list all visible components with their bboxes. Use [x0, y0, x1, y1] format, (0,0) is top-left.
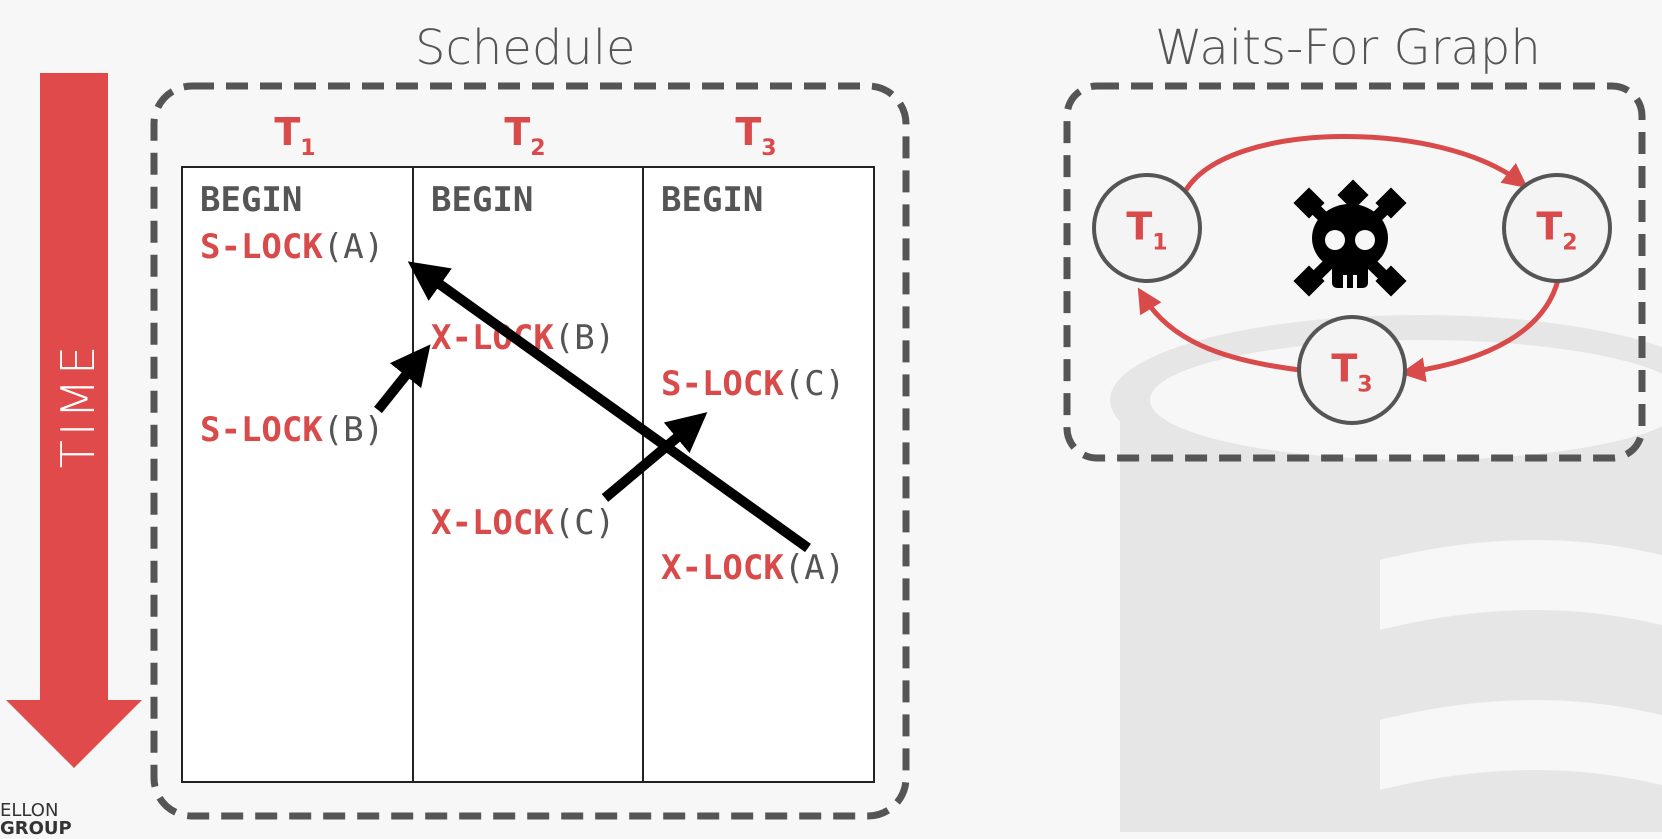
- graph-frame: [1063, 82, 1646, 462]
- skull-crossbones-icon: [1293, 179, 1407, 297]
- arrow-t1-waits-t2: [374, 344, 431, 414]
- node-label-t1: T1: [1126, 204, 1168, 256]
- txn-header-t2: T2: [504, 110, 546, 161]
- node-label-t2: T2: [1536, 204, 1578, 256]
- txn-header-t1: T1: [274, 110, 316, 161]
- t3-begin: BEGIN: [661, 180, 764, 220]
- time-arrow: [6, 73, 142, 768]
- footer-logo: ELLON GROUP: [0, 800, 72, 839]
- arrow-t3-waits-t1: [407, 261, 811, 553]
- edge-t3-to-t1: [1137, 287, 1301, 373]
- t1-begin: BEGIN: [200, 180, 303, 220]
- t2-op2: X-LOCK(C): [431, 503, 616, 543]
- t1-op1: S-LOCK(A): [200, 227, 385, 267]
- waits-for-graph-title: Waits-For Graph: [1155, 20, 1541, 76]
- edge-t2-to-t3: [1400, 279, 1561, 383]
- t1-op2: S-LOCK(B): [200, 410, 385, 450]
- arrow-t2-waits-t3: [601, 412, 708, 502]
- schedule-table: [181, 166, 875, 783]
- t3-op2: X-LOCK(A): [661, 548, 846, 588]
- node-t3: [1297, 315, 1407, 425]
- schedule-title: Schedule: [415, 20, 636, 76]
- t2-begin: BEGIN: [431, 180, 534, 220]
- t3-op1: S-LOCK(C): [661, 364, 846, 404]
- edge-t1-to-t2: [1183, 134, 1528, 192]
- node-label-t3: T3: [1331, 346, 1373, 398]
- node-t1: [1092, 173, 1202, 283]
- txn-header-t3: T3: [735, 110, 777, 161]
- node-t2: [1502, 173, 1612, 283]
